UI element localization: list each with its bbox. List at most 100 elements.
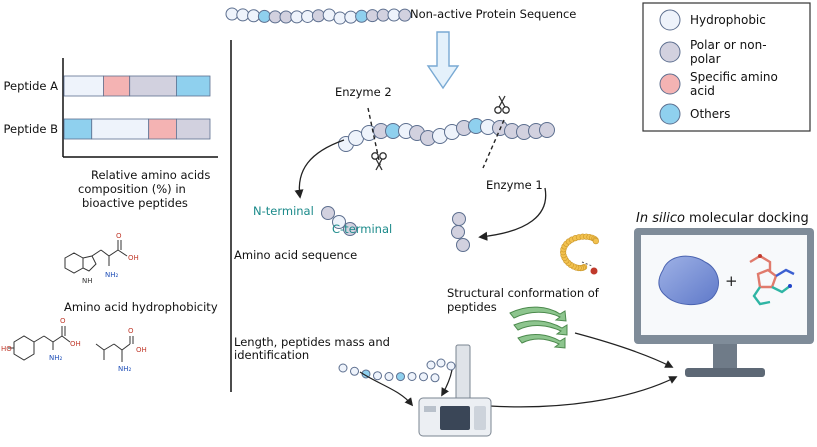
bar-segment-hydrophobic [63,75,104,97]
protein-sequence-label: Non-active Protein Sequence [410,7,576,21]
legend-label-specific: Specific amino [690,70,778,84]
chain-to-ms-arrow [359,371,414,407]
legend-swatch-others [659,103,681,125]
ligand-molecule [749,254,795,306]
legend-swatch-specific [659,73,681,95]
enzyme-2-cleavage-line [367,107,381,166]
amino-acid-bead-hydrophobic [436,358,446,368]
mass-spectrometer [418,344,492,437]
ms-small-chain [426,358,456,371]
conformation-to-docking-arrow [574,332,674,368]
loop-active-site-dot [590,267,598,275]
legend-swatch-hydrophobic [659,9,681,31]
legend-label-polar: polar [690,52,721,66]
amino-acid-bead-polar [279,10,293,24]
amino-acid-bead-polar [376,8,390,22]
val-oh-label: OH [136,346,147,354]
amino-acid-bead-polar [539,122,555,138]
bar-segment-polar [176,118,211,140]
ms-peptide-chain [338,363,440,383]
amino-acid-hydrophobicity-label: Amino acid hydrophobicity [64,300,218,314]
amino-acid-sequence-label: Amino acid sequence [234,248,357,262]
loop-bead [592,238,599,245]
bar-segment-specific [148,118,177,140]
docking-title-rest: molecular docking [685,211,809,226]
val-o-label: O [128,327,134,335]
folded-peptide-loop [560,233,599,272]
beta-sheet-structure [509,306,568,349]
length-mass-label-line-1: Length, peptides mass and [234,335,390,349]
valine-structure [95,336,134,362]
legend-swatch-polar [659,41,681,63]
amino-acid-bead-hydrophobic [373,371,382,381]
amino-acid-bead-hydrophobic [350,366,359,376]
amino-acid-bead-hydrophobic [247,9,261,23]
amino-acid-bead-polar [321,206,335,220]
legend-label-polar: Polar or non- [690,38,767,52]
amino-acid-bead-hydrophobic [387,8,401,22]
amino-acid-bead-hydrophobic [446,361,456,371]
amino-acid-bead-polar [456,238,470,252]
amino-acid-bead-polar [343,222,357,236]
amino-acid-bead-hydrophobic [430,373,440,383]
bar-chart-caption-line-2: composition (%) in [78,182,186,196]
trp-o-label: O [116,232,122,240]
tyr-o-label: O [60,317,66,325]
cleavage-chain [338,118,555,152]
amino-acid-bead-hydrophobic [332,215,346,229]
amino-acid-bead-hydrophobic [426,360,436,370]
tyr-oh-label: OH [70,340,81,348]
c-terminal-label: C-terminal [332,222,392,236]
amino-acid-bead-polar [451,225,465,239]
bar-chart-caption-line-1: Relative amino acids [91,168,210,182]
tyrosine-structure [8,326,71,361]
trp-oh-label: OH [128,254,139,262]
bar-segment-others [63,118,93,140]
bar-segment-hydrophobic [91,118,150,140]
docking-title: In silico molecular docking [636,211,809,226]
amino-acid-bead-hydrophobic [344,10,358,24]
computer-monitor [634,228,814,377]
peptide-fragment-2 [451,212,470,252]
amino-acid-bead-hydrophobic [407,371,417,381]
amino-acid-bead-hydrophobic [384,372,394,382]
protein-surface-blob [658,255,719,305]
amino-acid-bead-hydrophobic [333,11,347,25]
n-terminal-label: N-terminal [253,204,314,218]
scissors-icon [371,152,387,171]
amino-acid-bead-hydrophobic [290,10,304,24]
amino-acid-bead-polar [311,9,325,23]
amino-acid-bead-hydrophobic [338,363,348,373]
protein-sequence-chain [225,7,412,25]
enzyme-1-label: Enzyme 1 [486,178,543,192]
length-mass-label-line-2: identification [234,348,309,362]
bar-segment-polar [129,75,177,97]
structural-conformation-label-line-2: peptides [447,300,497,314]
scissors-icon [494,95,510,114]
amino-acid-bead-hydrophobic [301,9,315,23]
small-chain-to-ms-arrow [441,369,453,397]
amino-acid-bead-others [396,372,405,382]
tyr-ho-label: HO [1,345,12,353]
legend-label-others: Others [690,107,730,121]
docking-plus: + [725,272,738,290]
tryptophan-structure [64,240,128,274]
peptide-fragment-1 [321,206,357,236]
amino-acid-bead-polar [365,9,379,23]
structural-conformation-label-line-1: Structural conformation of [447,286,600,300]
amino-acid-bead-polar [268,10,282,24]
bar-segment-others [176,75,211,97]
enzyme-1-cleavage-line [482,119,505,169]
legend-label-specific: acid [690,84,715,98]
amino-acid-bead-hydrophobic [419,372,428,382]
enzyme-2-label: Enzyme 2 [335,85,392,99]
amino-acid-bead-others [257,9,271,23]
ms-to-docking-arrow [489,376,678,408]
amino-acid-bead-polar [398,8,412,22]
fragment-arrow [478,187,547,241]
amino-acid-bead-polar [452,212,466,226]
bar-segment-specific [103,75,131,97]
